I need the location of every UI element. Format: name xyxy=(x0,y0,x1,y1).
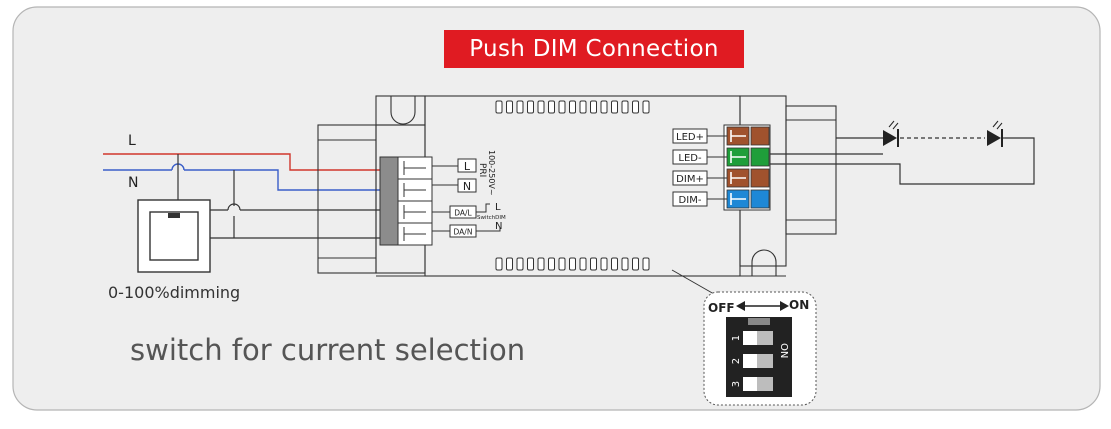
dip-number-2: 2 xyxy=(731,358,742,364)
background-panel xyxy=(12,6,1101,411)
vent-slot xyxy=(495,257,503,271)
vent-slot xyxy=(548,100,555,114)
vent-slot xyxy=(527,100,534,114)
vent-slot xyxy=(590,100,597,114)
vent-slot xyxy=(537,100,545,114)
vent-slot xyxy=(558,100,566,114)
diagram-title: Push DIM Connection xyxy=(444,30,744,68)
voltage-label: 100-250V~ xyxy=(487,150,496,196)
vent-slot xyxy=(569,100,576,114)
vent-slot xyxy=(600,257,608,271)
led-load xyxy=(770,120,1035,185)
vent-slot xyxy=(516,257,524,271)
dip-number-3: 3 xyxy=(731,381,742,387)
switchdim-label: SwitchDIM xyxy=(477,215,506,221)
vent-slot xyxy=(516,100,524,114)
vent-slot xyxy=(600,100,608,114)
output-label-3: DIM+ xyxy=(676,174,704,185)
led-1-icon xyxy=(883,120,899,147)
vent-slots-top xyxy=(495,100,650,114)
vent-slot xyxy=(506,257,513,271)
vent-slot xyxy=(495,100,503,114)
switch-button-icon xyxy=(168,213,180,218)
primary-terminals: L N PRI 100-250V~ xyxy=(432,150,496,196)
vent-slot xyxy=(642,100,650,114)
neutral-label: N xyxy=(128,175,138,191)
da-l-label: DA/L xyxy=(454,209,472,218)
vent-slots-bottom xyxy=(495,257,650,271)
output-label-1: LED+ xyxy=(676,132,704,143)
pri-label: PRI xyxy=(477,163,487,177)
switchdim-l-label: L xyxy=(495,202,501,213)
output-label-4: DIM- xyxy=(679,195,702,206)
vent-slot xyxy=(642,257,650,271)
input-terminal-block xyxy=(379,156,433,246)
vent-slot xyxy=(569,257,576,271)
neutral-wire xyxy=(184,169,400,191)
line-label: L xyxy=(128,133,136,149)
dip-switch-callout: OFF ON 1 2 3 ON xyxy=(671,269,817,406)
dim-input-terminals: DA/L DA/N L SwitchDIM N xyxy=(432,202,506,238)
output-terminals: LED+ LED- DIM+ DIM- xyxy=(672,124,771,211)
switchdim-n-label: N xyxy=(495,221,502,232)
vent-slot xyxy=(611,257,618,271)
line-wire xyxy=(103,153,400,171)
vent-slot xyxy=(527,257,534,271)
dip-number-1: 1 xyxy=(731,335,742,341)
vent-slot xyxy=(558,257,566,271)
terminal-l-label: L xyxy=(464,160,471,173)
led-2-icon xyxy=(987,120,1003,147)
vent-slot xyxy=(621,257,629,271)
double-arrow-icon xyxy=(736,301,789,311)
vent-slot xyxy=(632,100,639,114)
dip-on-label: ON xyxy=(789,298,809,312)
vent-slot xyxy=(611,100,618,114)
push-dim-switch xyxy=(137,154,400,273)
vent-slot xyxy=(537,257,545,271)
dip-on-side-label: ON xyxy=(778,343,789,358)
vent-slot xyxy=(579,100,587,114)
da-n-label: DA/N xyxy=(454,228,473,237)
mains-wires: L N xyxy=(103,133,400,191)
output-label-2: LED- xyxy=(678,153,702,164)
switch-caption: switch for current selection xyxy=(130,333,526,367)
dip-off-label: OFF xyxy=(708,301,735,315)
vent-slot xyxy=(621,100,629,114)
dimming-label: 0-100%dimming xyxy=(108,283,241,302)
vent-slot xyxy=(632,257,639,271)
terminal-n-label: N xyxy=(463,180,471,193)
vent-slot xyxy=(548,257,555,271)
vent-slot xyxy=(590,257,597,271)
vent-slot xyxy=(579,257,587,271)
vent-slot xyxy=(506,100,513,114)
